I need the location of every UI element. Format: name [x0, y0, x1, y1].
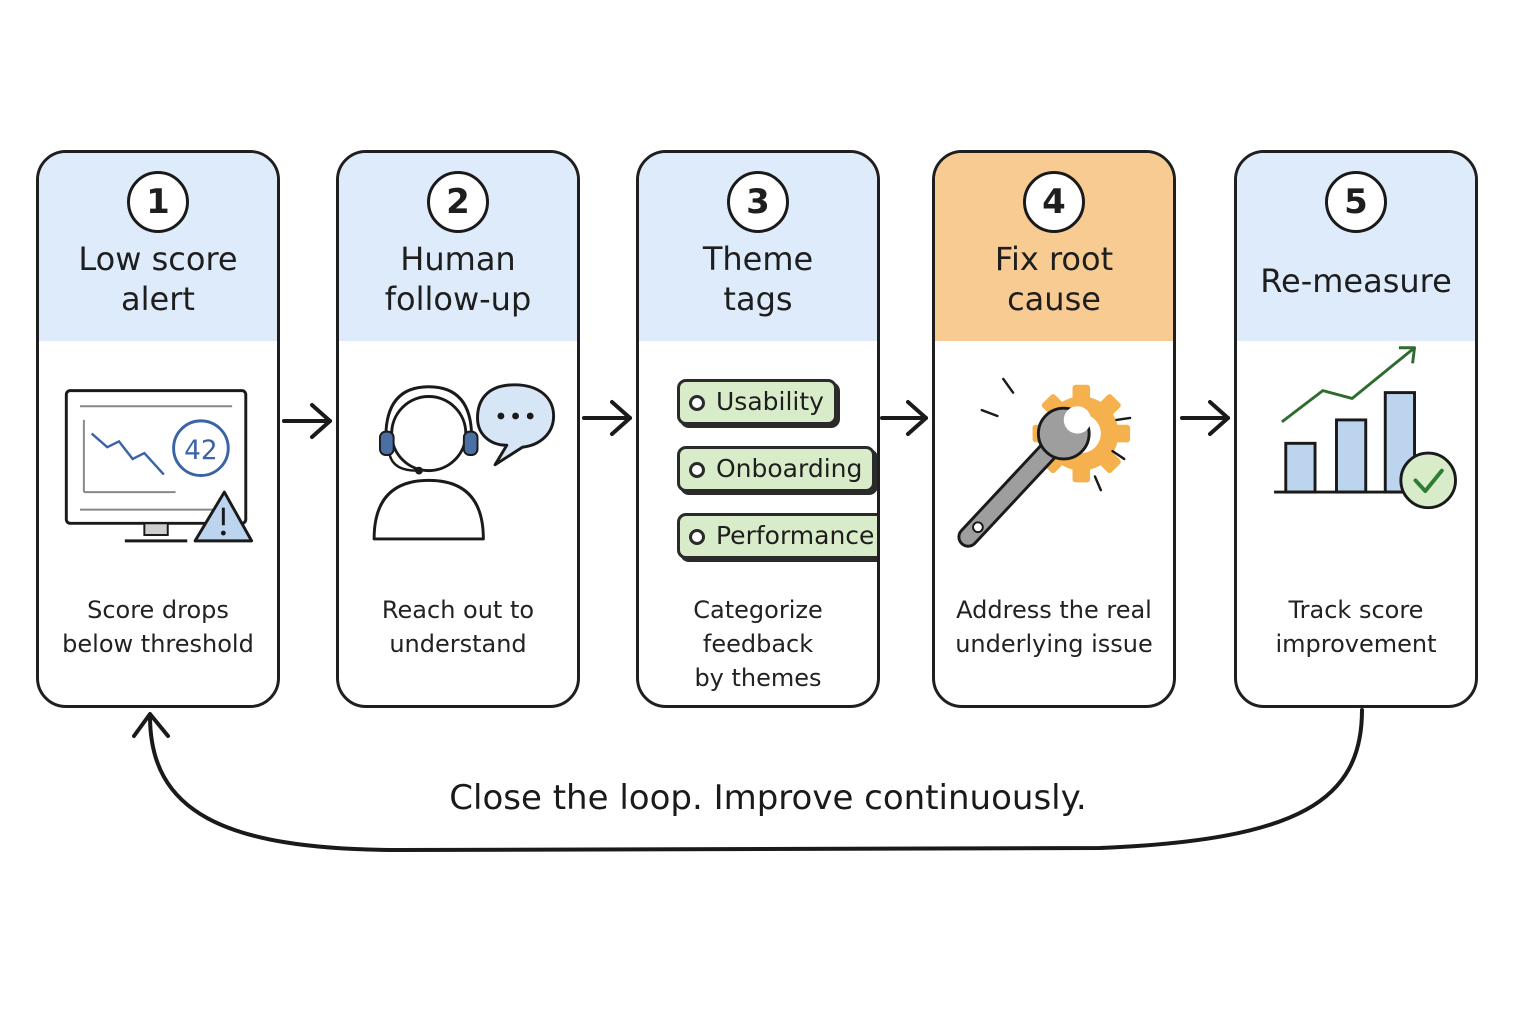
- tag-performance: Performance: [677, 513, 877, 559]
- arrow-icon: [1180, 400, 1230, 436]
- step-number-badge: 1: [127, 171, 189, 233]
- monitor-alert-icon: 42: [64, 389, 254, 543]
- tag-onboarding: Onboarding: [677, 446, 876, 492]
- step-number-badge: 2: [427, 171, 489, 233]
- arrow-icon: [282, 403, 332, 439]
- arrow-icon: [582, 400, 632, 436]
- tag-label: Onboarding: [716, 454, 863, 483]
- tag-dot-icon: [689, 462, 705, 478]
- arrow-icon: [880, 400, 928, 436]
- step-card-2: 2 Human follow-up Reach out to understan…: [336, 150, 580, 708]
- step-number-badge: 3: [727, 171, 789, 233]
- step-title: Theme tags: [702, 240, 814, 318]
- step-card-1: 1 Low score alert 42 Score drops below t…: [36, 150, 280, 708]
- step-number-badge: 4: [1023, 171, 1085, 233]
- step-number-badge: 5: [1325, 171, 1387, 233]
- loop-caption: Close the loop. Improve continuously.: [449, 778, 1087, 818]
- step-card-4: 4 Fix root cause: [932, 150, 1176, 708]
- tag-dot-icon: [689, 395, 705, 411]
- score-readout: 42: [184, 436, 218, 466]
- step-title: Fix root cause: [994, 240, 1114, 318]
- loop-arrowhead-icon: [132, 712, 170, 738]
- step-title: Re-measure: [1260, 262, 1452, 300]
- step-description: Track score improvement: [1275, 596, 1437, 658]
- wrench-gear-icon: [957, 377, 1132, 548]
- step-card-3: 3 Theme tags Usability Onboarding Perfor…: [636, 150, 880, 708]
- tag-dot-icon: [689, 529, 705, 545]
- tag-usability: Usability: [677, 379, 837, 425]
- step-description: Score drops below threshold: [62, 596, 254, 658]
- step-title: Low score alert: [78, 240, 238, 318]
- step-description: Categorize feedback by themes: [693, 596, 823, 692]
- rising-bar-chart-check-icon: [1274, 346, 1457, 510]
- step-description: Reach out to understand: [381, 596, 535, 658]
- headset-agent-icon: [372, 383, 556, 541]
- step-description: Address the real underlying issue: [955, 596, 1153, 658]
- step-title: Human follow-up: [384, 240, 532, 318]
- step-card-5: 5 Re-measure Track score improvement: [1234, 150, 1478, 708]
- tag-label: Performance: [716, 521, 875, 550]
- tag-label: Usability: [716, 387, 824, 416]
